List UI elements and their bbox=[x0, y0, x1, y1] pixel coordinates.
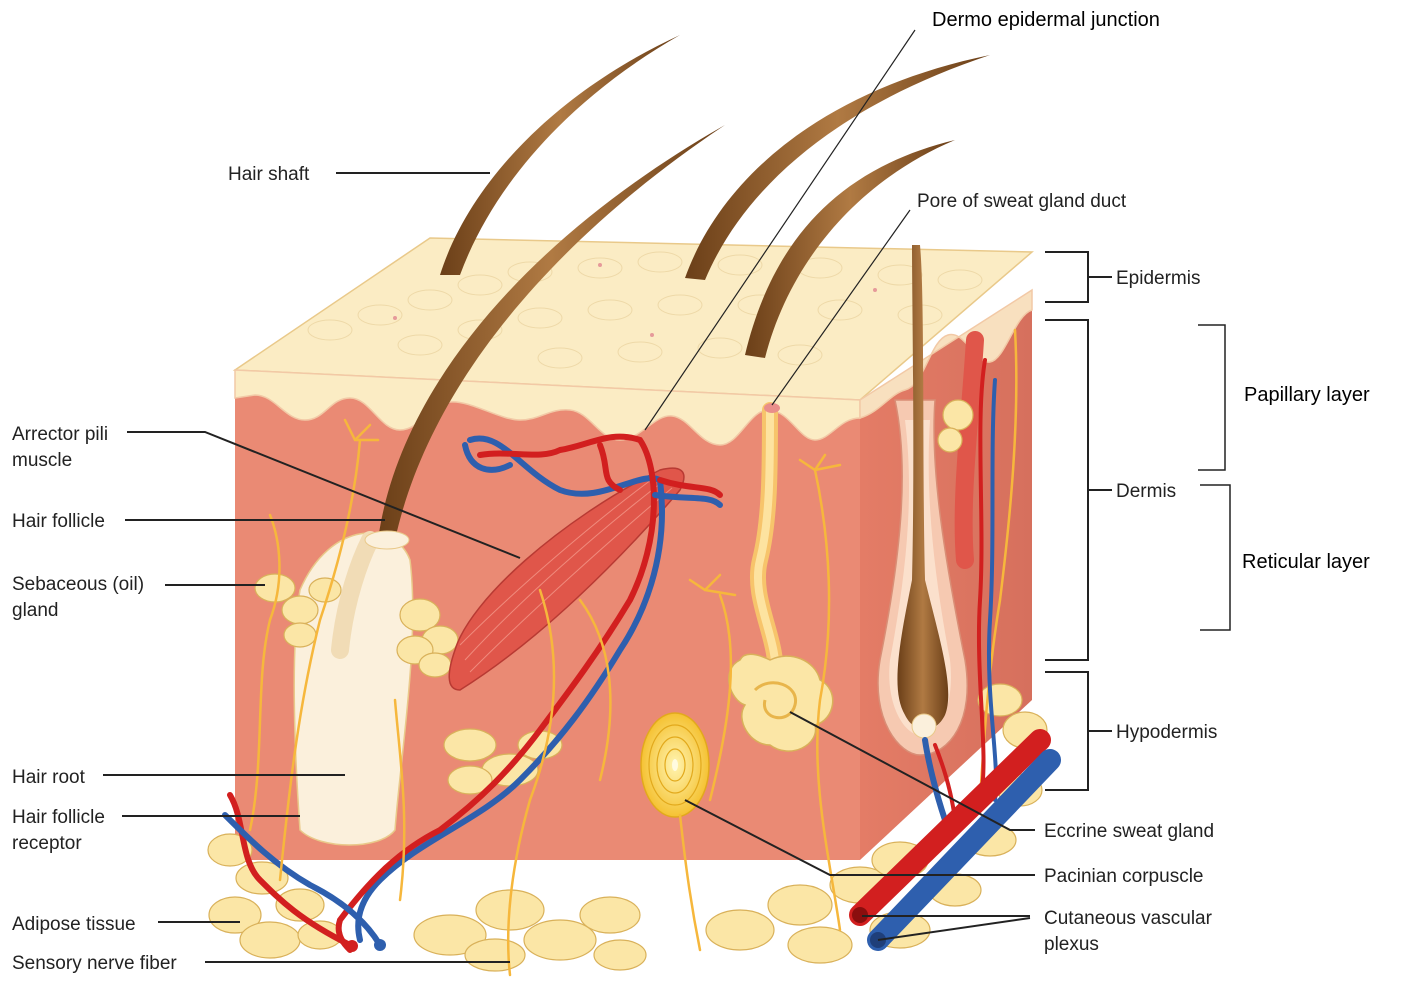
label-dermo-epidermal-junction: Dermo epidermal junction bbox=[932, 9, 1160, 31]
label-cutaneous-vascular-line1: Cutaneous vascular bbox=[1044, 908, 1213, 929]
label-adipose-tissue: Adipose tissue bbox=[12, 914, 136, 935]
label-hair-follicle-receptor-line1: Hair follicle bbox=[12, 807, 105, 828]
label-papillary-layer: Papillary layer bbox=[1244, 384, 1370, 406]
label-pore-of-sweat-gland-duct: Pore of sweat gland duct bbox=[917, 191, 1127, 212]
label-eccrine-sweat-gland: Eccrine sweat gland bbox=[1044, 821, 1214, 842]
bracket-dermis bbox=[1045, 320, 1112, 660]
layer-brackets bbox=[1045, 252, 1230, 790]
label-hair-follicle-receptor-line2: receptor bbox=[12, 833, 82, 854]
label-arrector-pili-line2: muscle bbox=[12, 450, 72, 471]
bracket-papillary bbox=[1198, 325, 1225, 470]
hair-follicle-left bbox=[294, 533, 413, 845]
bracket-reticular bbox=[1200, 485, 1230, 630]
label-hair-shaft: Hair shaft bbox=[228, 164, 310, 185]
label-dermis: Dermis bbox=[1116, 481, 1176, 502]
label-arrector-pili-line1: Arrector pili bbox=[12, 424, 108, 445]
label-cutaneous-vascular-line2: plexus bbox=[1044, 934, 1099, 955]
label-hair-follicle: Hair follicle bbox=[12, 511, 105, 532]
bracket-epidermis bbox=[1045, 252, 1112, 302]
label-pacinian-corpuscle: Pacinian corpuscle bbox=[1044, 866, 1203, 887]
label-hair-root: Hair root bbox=[12, 767, 86, 788]
label-hypodermis: Hypodermis bbox=[1116, 722, 1217, 743]
label-reticular-layer: Reticular layer bbox=[1242, 551, 1370, 573]
label-sebaceous-line1: Sebaceous (oil) bbox=[12, 574, 144, 595]
bracket-hypodermis bbox=[1045, 672, 1112, 790]
label-sensory-nerve-fiber: Sensory nerve fiber bbox=[12, 953, 177, 974]
label-sebaceous-line2: gland bbox=[12, 600, 59, 621]
label-epidermis: Epidermis bbox=[1116, 268, 1200, 289]
